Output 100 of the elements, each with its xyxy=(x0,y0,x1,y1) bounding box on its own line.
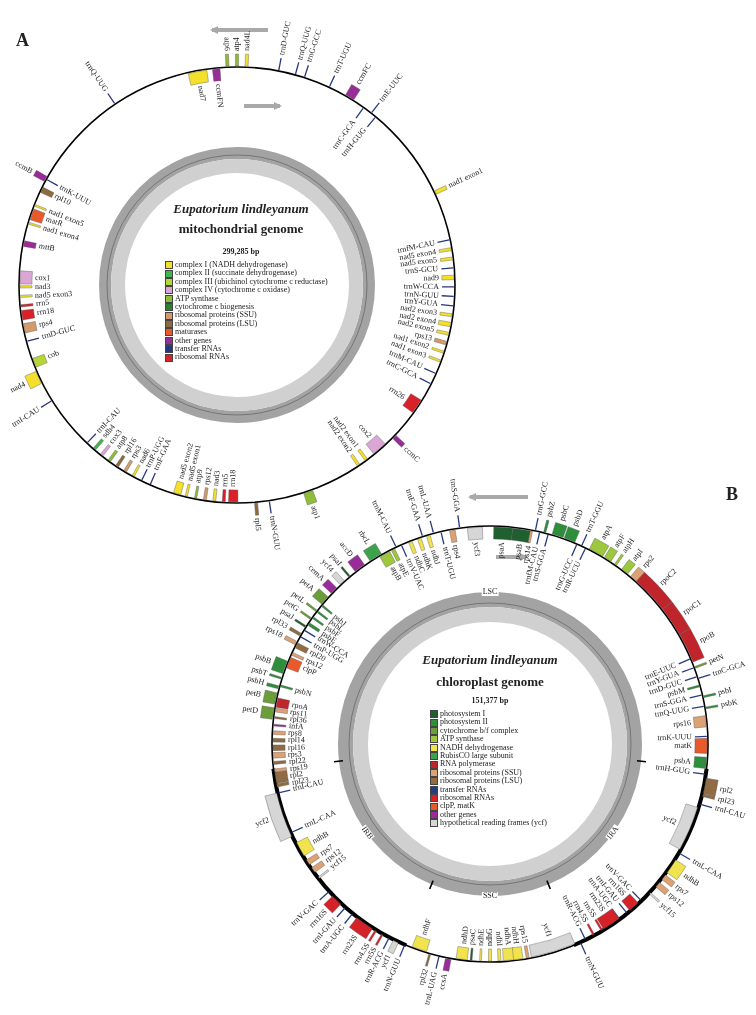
gene-label: nad4L xyxy=(243,30,253,52)
legend-label: complex I (NADH dehydrogenase) xyxy=(175,261,288,270)
gene-label: trnW-CCA xyxy=(403,282,439,291)
gene-label: rps15 xyxy=(518,924,529,944)
gene-label: psaA xyxy=(497,542,507,560)
gene-label: rrn18 xyxy=(36,306,55,318)
gene-label: rpl5 xyxy=(253,517,263,532)
gene-label: psbA xyxy=(674,756,692,766)
gene-label: ycf3 xyxy=(471,542,481,557)
gene-label: ycf1 xyxy=(541,922,553,939)
gene-label: petB xyxy=(245,688,262,700)
gene-label: petA xyxy=(299,577,316,594)
gene-label: atp4 xyxy=(233,37,241,51)
gene-label: rpoB xyxy=(698,630,717,645)
gene-label: ndhA xyxy=(502,927,512,946)
gene-label: nad7 xyxy=(196,85,207,103)
region-label: LSC xyxy=(481,588,499,596)
legend-label: hypothetical reading frames (ycf) xyxy=(440,819,547,828)
gene-label: cox2 xyxy=(356,423,373,441)
gene-label: psbI xyxy=(717,686,733,698)
gene-label: mttB xyxy=(37,242,56,254)
gene-label: psaC xyxy=(468,928,478,946)
legend-label: complex III (ubichinol cytochrome c reductase) xyxy=(175,277,328,287)
gene-label: matK xyxy=(674,741,692,750)
legend-label: ribosomal proteins (SSU) xyxy=(175,311,257,320)
legend-label: other genes xyxy=(440,810,477,820)
legend-label: ribosomal RNAs xyxy=(175,353,229,362)
gene-label: rps16 xyxy=(672,718,692,729)
gene-label: trnQ-UUG xyxy=(654,705,690,719)
gene-label: rpl2 xyxy=(718,784,734,796)
gene-label: trnD-GUC xyxy=(277,20,293,57)
legend-label: cytochrome b/f complex xyxy=(440,726,519,736)
legend-label: NADH dehydrogenase xyxy=(440,743,514,753)
legend-label: complex IV (cytochrome c oxidase) xyxy=(175,286,290,295)
genome-size: 299,285 bp xyxy=(222,247,260,256)
gene-label: ndhH xyxy=(510,926,521,945)
gene-label: nad9 xyxy=(423,273,439,283)
legend-label: ATP synthase xyxy=(175,294,219,304)
gene-label: ndhD xyxy=(459,926,470,945)
gene-label: atp6 xyxy=(222,37,231,52)
gene-label: nad3 xyxy=(211,470,222,487)
gene-label: ndhE xyxy=(477,928,486,946)
legend-label: ribosomal proteins (LSU) xyxy=(440,777,523,786)
panel-label: A xyxy=(16,30,29,51)
gene-label: psbT xyxy=(250,665,269,678)
gene-label: rpl23 xyxy=(716,794,735,807)
gene-label: nad5 exon3 xyxy=(35,289,73,300)
gene-label: psbC xyxy=(558,504,572,523)
gene-label: psbN xyxy=(294,686,313,699)
gene-label: trnN-GUU xyxy=(267,515,281,552)
genome-title: Eupatorium lindleyanum xyxy=(422,652,558,668)
gene-label: nad1 exon1 xyxy=(447,166,485,190)
gene-label: trnK-UUU xyxy=(657,732,692,743)
legend-label: cytochrome c biogenesis xyxy=(175,303,255,312)
gene-label: rrn26 xyxy=(387,384,407,402)
gene-label: rpl16 xyxy=(287,743,305,752)
gene-label: psbH xyxy=(246,675,265,688)
legend-label: transfer RNAs xyxy=(175,345,222,354)
legend-label: photosystem I xyxy=(440,710,486,719)
panel-label: B xyxy=(726,484,738,505)
gene-label: ccmB xyxy=(14,159,35,176)
gene-label: ccmFN xyxy=(213,83,224,108)
gene-label: psbZ xyxy=(544,500,557,519)
genome-title: mitochondrial genome xyxy=(178,221,304,237)
gene-label: ccsA xyxy=(438,972,450,991)
gene-label: cob xyxy=(46,349,61,362)
gene-label: rrn5 xyxy=(35,299,50,309)
gene-label: ycf2 xyxy=(661,813,678,827)
gene-label: atp1 xyxy=(309,504,322,521)
genome-size: 151,377 bp xyxy=(471,696,509,705)
legend-label: complex II (succinate dehydrogenase) xyxy=(175,269,297,278)
gene-label: ndhI xyxy=(494,930,503,946)
genome-title: Eupatorium lindleyanum xyxy=(173,201,309,217)
gene-label: atp9 xyxy=(194,469,205,485)
legend-label: photosystem II xyxy=(440,718,488,727)
legend-label: ribosomal RNAs xyxy=(440,794,494,803)
legend-label: clpP, matK xyxy=(440,802,476,811)
gene-label: psbB xyxy=(254,652,273,666)
gene-label: rpl14 xyxy=(287,736,305,745)
legend-label: RNA polymerase xyxy=(440,760,496,769)
legend-label: maturases xyxy=(175,328,207,337)
gene-label: atpA xyxy=(599,523,615,542)
legend-label: RubisCO large subunit xyxy=(440,752,514,761)
gene-label: ycf2 xyxy=(254,816,271,829)
gene-label: psbD xyxy=(571,508,585,528)
legend-label: other genes xyxy=(175,336,212,346)
gene-label: rrn18 xyxy=(229,469,238,488)
legend-label: ribosomal proteins (SSU) xyxy=(440,768,522,778)
legend-label: transfer RNAs xyxy=(440,785,487,794)
gene-label: trnS-GGA xyxy=(448,478,462,513)
gene-label: nad3 xyxy=(34,282,51,291)
gene-label: ndhF xyxy=(420,918,434,937)
gene-label: psbK xyxy=(720,698,739,710)
gene-label: rps12 xyxy=(203,466,214,486)
gene-label: rrn5 xyxy=(220,473,230,487)
legend-label: ATP synthase xyxy=(440,735,484,744)
gene-label: cox1 xyxy=(34,273,51,283)
genome-title: chloroplast genome xyxy=(436,674,544,690)
gene-label: trnI-CAU xyxy=(713,804,746,821)
gene-label: psaB xyxy=(513,543,524,561)
